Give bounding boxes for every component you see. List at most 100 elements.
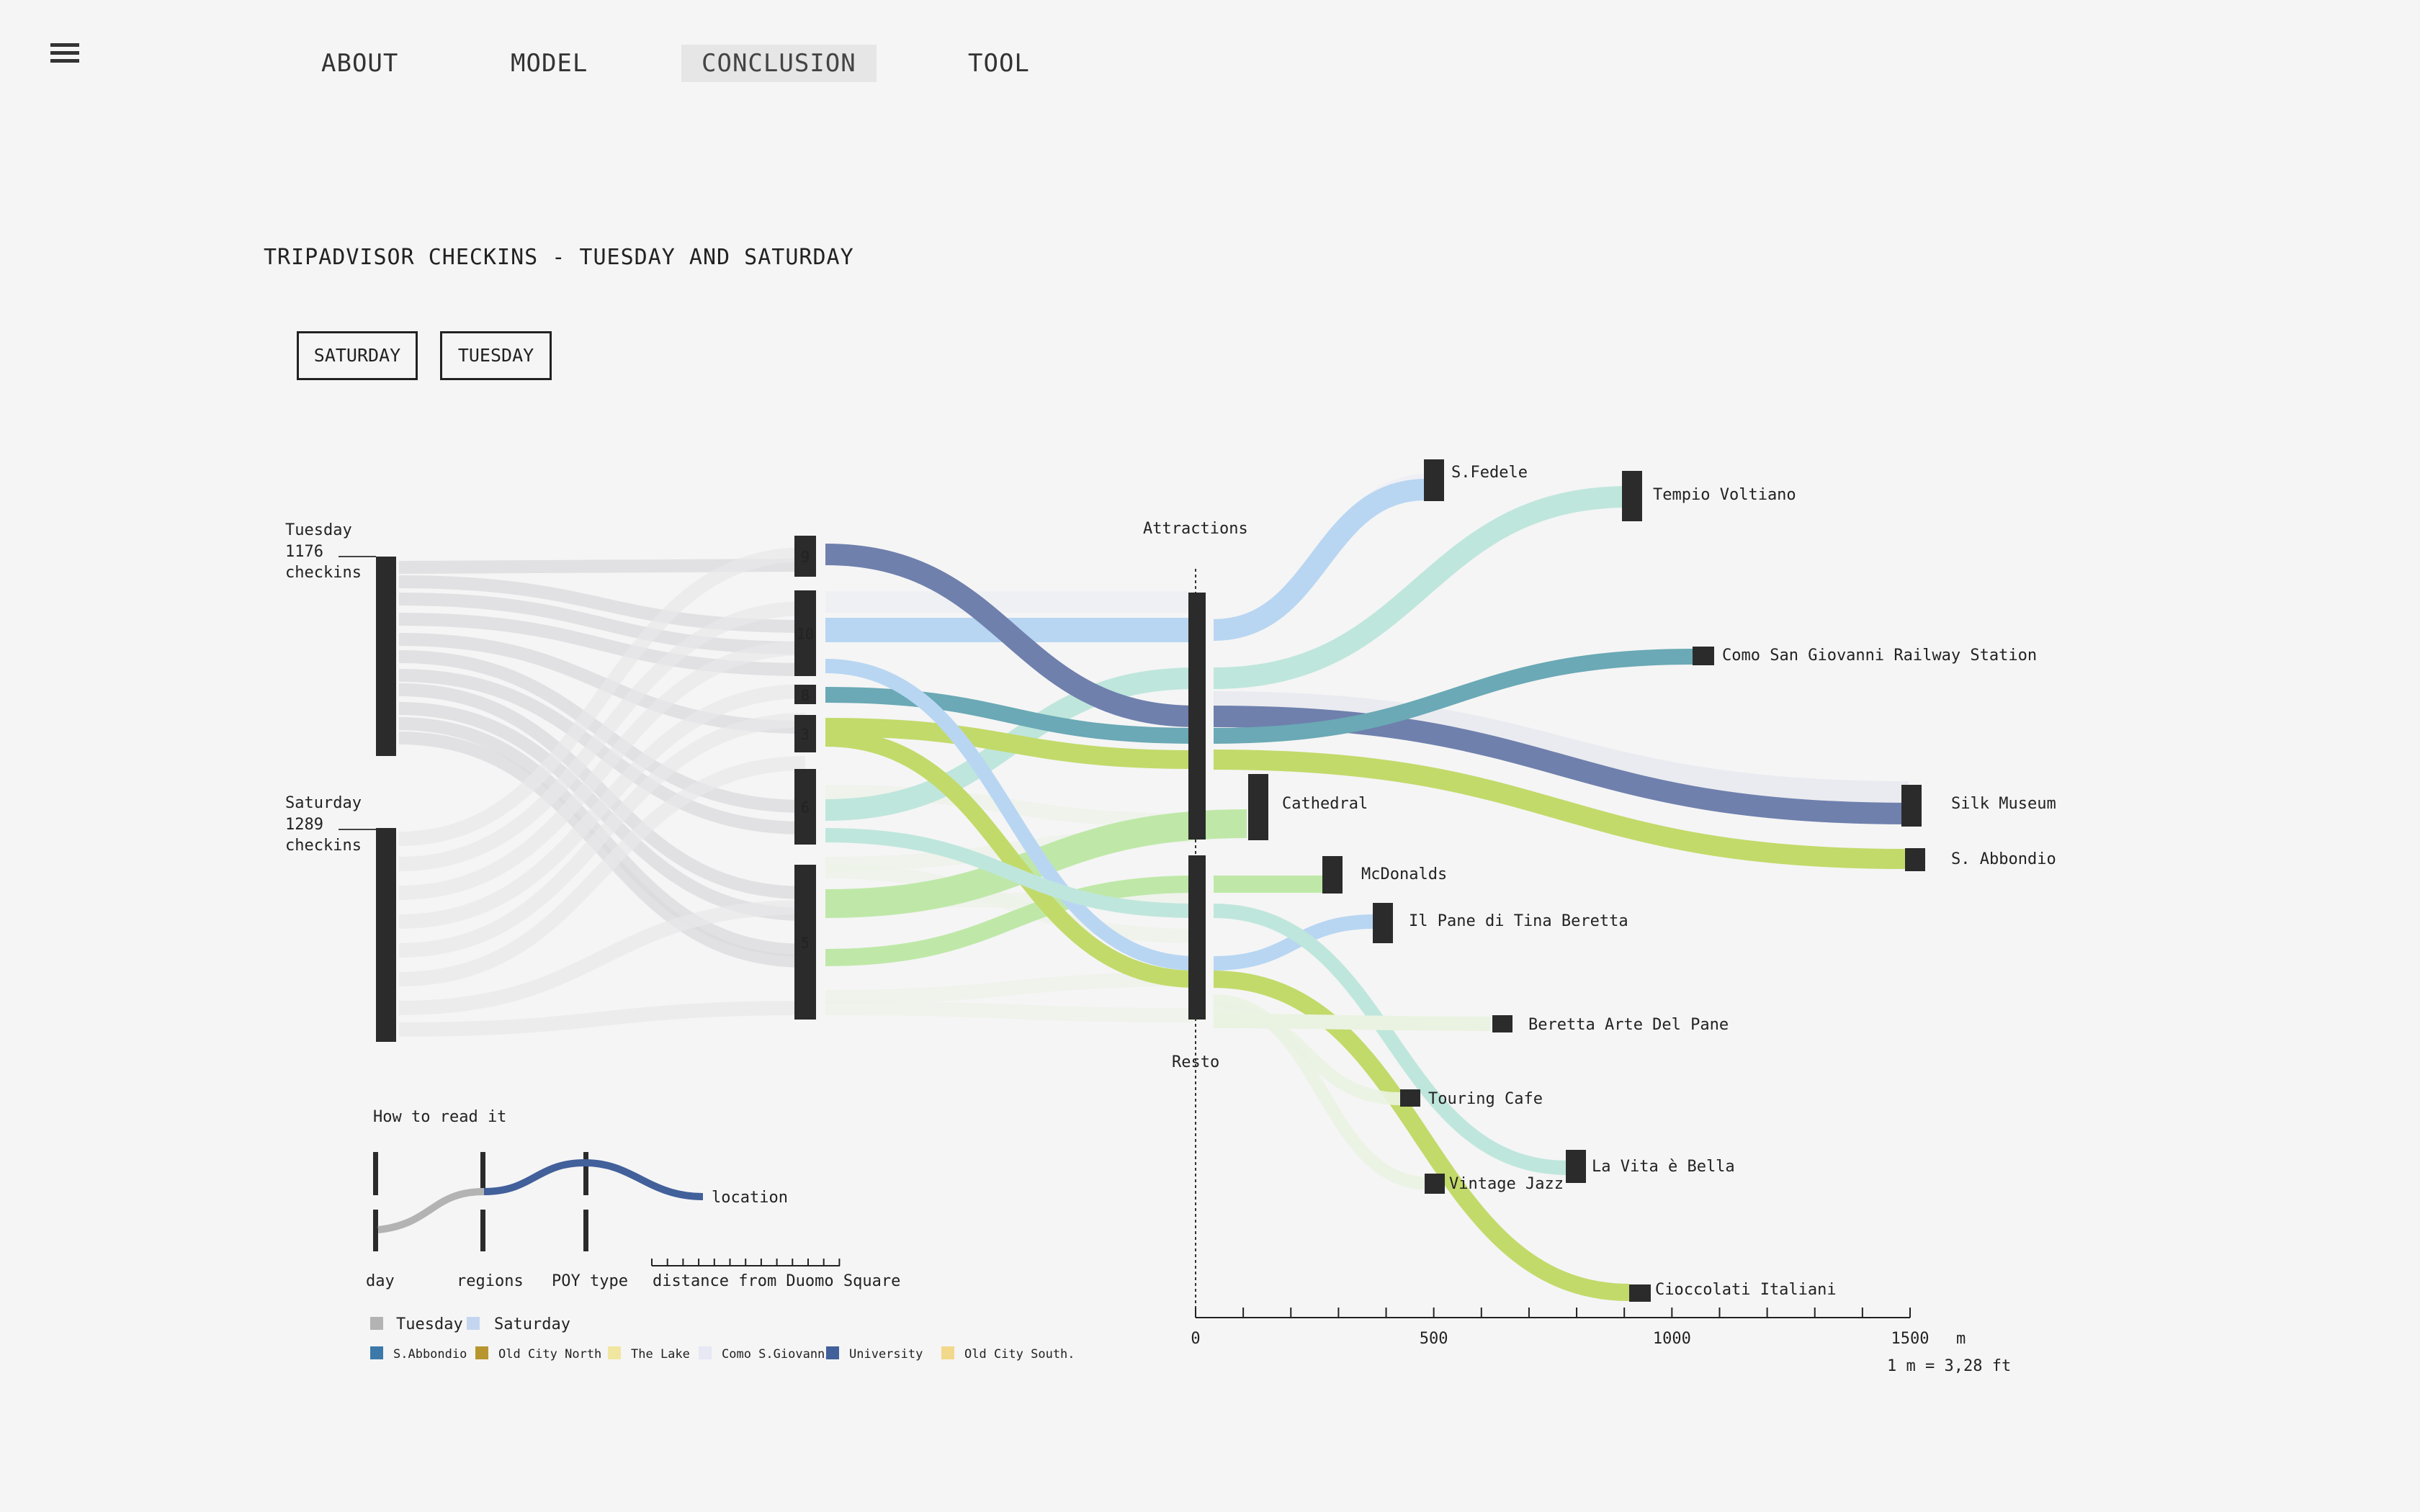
flow-sabbondio xyxy=(1213,750,1906,869)
day-label-tuesday: Tuesday xyxy=(285,521,352,539)
flow-la-vita xyxy=(825,828,1197,918)
legend-label-tuesday: Tuesday xyxy=(396,1315,463,1333)
flow-saturday-region xyxy=(398,1001,806,1037)
location-label: Touring Cafe xyxy=(1428,1090,1543,1108)
location-label: Como San Giovanni Railway Station xyxy=(1722,647,2037,665)
flow-il-pane xyxy=(1213,914,1375,971)
flow-la-vita xyxy=(1213,904,1569,1175)
hamburger-menu-icon[interactable] xyxy=(50,43,79,63)
flow-il-pane xyxy=(825,659,1197,971)
distance-tick-label: 1000 xyxy=(1653,1330,1691,1348)
location-label: Vintage Jazz xyxy=(1449,1175,1564,1193)
how-to-read-bar xyxy=(480,1210,485,1251)
day-label-saturday: Saturday xyxy=(285,794,362,812)
location-label: McDonalds xyxy=(1361,865,1447,883)
location-bar xyxy=(1424,459,1444,501)
location-bar xyxy=(1492,1015,1512,1032)
location-label: Il Pane di Tina Beretta xyxy=(1409,912,1628,930)
legend-swatch-region xyxy=(608,1346,621,1359)
distance-tick-label: 0 xyxy=(1191,1330,1200,1348)
location-label: Cathedral xyxy=(1282,795,1368,813)
region-label: 6 xyxy=(801,799,810,816)
region-bar xyxy=(794,685,816,704)
location-bar xyxy=(1400,1089,1420,1107)
location-label: Beretta Arte Del Pane xyxy=(1528,1016,1729,1034)
day-unit-saturday: checkins xyxy=(285,837,362,855)
chart-title: TRIPADVISOR CHECKINS - TUESDAY AND SATUR… xyxy=(264,245,854,270)
location-label: S.Fedele xyxy=(1451,464,1528,482)
location-bar xyxy=(1322,856,1343,894)
location-bar xyxy=(1629,1284,1651,1302)
tuesday-button[interactable]: TUESDAY xyxy=(440,331,552,380)
attractions-bar xyxy=(1188,593,1206,840)
distance-tick-label: 1500 xyxy=(1891,1330,1930,1348)
legend-label-region: University xyxy=(849,1347,923,1362)
how-to-read-bar xyxy=(583,1210,588,1251)
legend-swatch-region xyxy=(475,1346,488,1359)
flow-tuesday-region xyxy=(398,633,806,734)
saturday-bar xyxy=(376,828,396,1042)
legend-label-region: Como S.Giovanni xyxy=(722,1347,833,1362)
flow-sfedele xyxy=(1213,479,1427,641)
location-bar xyxy=(1425,1174,1445,1194)
how-to-read-bar xyxy=(373,1152,378,1195)
nav-model[interactable]: MODEL xyxy=(511,49,588,78)
legend-label-saturday: Saturday xyxy=(494,1315,570,1333)
how-to-read-stage-label: POY type xyxy=(552,1272,628,1290)
flow-band xyxy=(1213,691,1909,803)
how-to-read-day-curve xyxy=(377,1188,485,1233)
location-bar xyxy=(1566,1150,1586,1183)
legend-label-region: S.Abbondio xyxy=(393,1347,467,1362)
flow-tuesday-region xyxy=(398,593,806,654)
saturday-button[interactable]: SATURDAY xyxy=(297,331,418,380)
legend-swatch-saturday xyxy=(467,1317,480,1330)
region-label: 10 xyxy=(797,626,814,643)
region-label: 9 xyxy=(801,549,810,566)
nav-tool[interactable]: TOOL xyxy=(968,49,1030,78)
legend-swatch-region xyxy=(699,1346,712,1359)
location-bar xyxy=(1622,471,1642,521)
region-bar xyxy=(794,590,816,676)
flow-region-poi-faint xyxy=(825,1001,1197,1022)
location-label: Tempio Voltiano xyxy=(1653,486,1796,504)
flow-region-poi-faint xyxy=(825,864,1197,943)
legend-label-region: Old City South. xyxy=(964,1347,1075,1362)
flow-saturday-region xyxy=(398,641,806,900)
location-bar xyxy=(1373,903,1393,943)
flow-cioccolati xyxy=(825,729,1197,988)
day-count-tuesday: 1176 xyxy=(285,543,323,561)
flow-saturday-region xyxy=(398,756,806,986)
region-label: 3 xyxy=(801,726,810,743)
region-bar xyxy=(794,865,816,1020)
flow-tuesday-region xyxy=(398,683,806,899)
location-label: Cioccolati Italiani xyxy=(1655,1281,1837,1299)
region-label: 5 xyxy=(801,935,810,952)
day-unit-tuesday: checkins xyxy=(285,564,362,582)
flow-saturday-region xyxy=(398,713,806,958)
location-bar xyxy=(1901,785,1922,827)
flow-saturday-region xyxy=(398,547,806,846)
distance-axis-unit: m xyxy=(1956,1330,1966,1348)
flow-sabbondio xyxy=(825,718,1197,769)
how-to-read-stage-label: day xyxy=(366,1272,395,1290)
poi-label-attractions: Attractions xyxy=(1143,520,1248,538)
flow-cioccolati xyxy=(1213,971,1630,1301)
flow-tuesday-region xyxy=(398,669,806,834)
region-bar xyxy=(794,715,816,752)
distance-conversion-note: 1 m = 3,28 ft xyxy=(1887,1357,2011,1375)
how-to-read-bar xyxy=(373,1210,378,1251)
region-bar xyxy=(794,536,816,577)
region-bar xyxy=(794,769,816,845)
nav-conclusion[interactable]: CONCLUSION xyxy=(681,45,877,82)
legend-label-region: Old City North xyxy=(498,1347,601,1362)
nav-about[interactable]: ABOUT xyxy=(321,49,399,78)
flow-saturday-region xyxy=(398,900,806,1015)
flow-silk-museum xyxy=(825,544,1197,727)
how-to-read-bar xyxy=(583,1152,588,1195)
legend-swatch-region xyxy=(370,1346,383,1359)
location-bar xyxy=(1248,774,1268,840)
distance-tick-label: 500 xyxy=(1420,1330,1448,1348)
resto-bar xyxy=(1188,855,1206,1020)
location-label: La Vita è Bella xyxy=(1592,1158,1735,1176)
